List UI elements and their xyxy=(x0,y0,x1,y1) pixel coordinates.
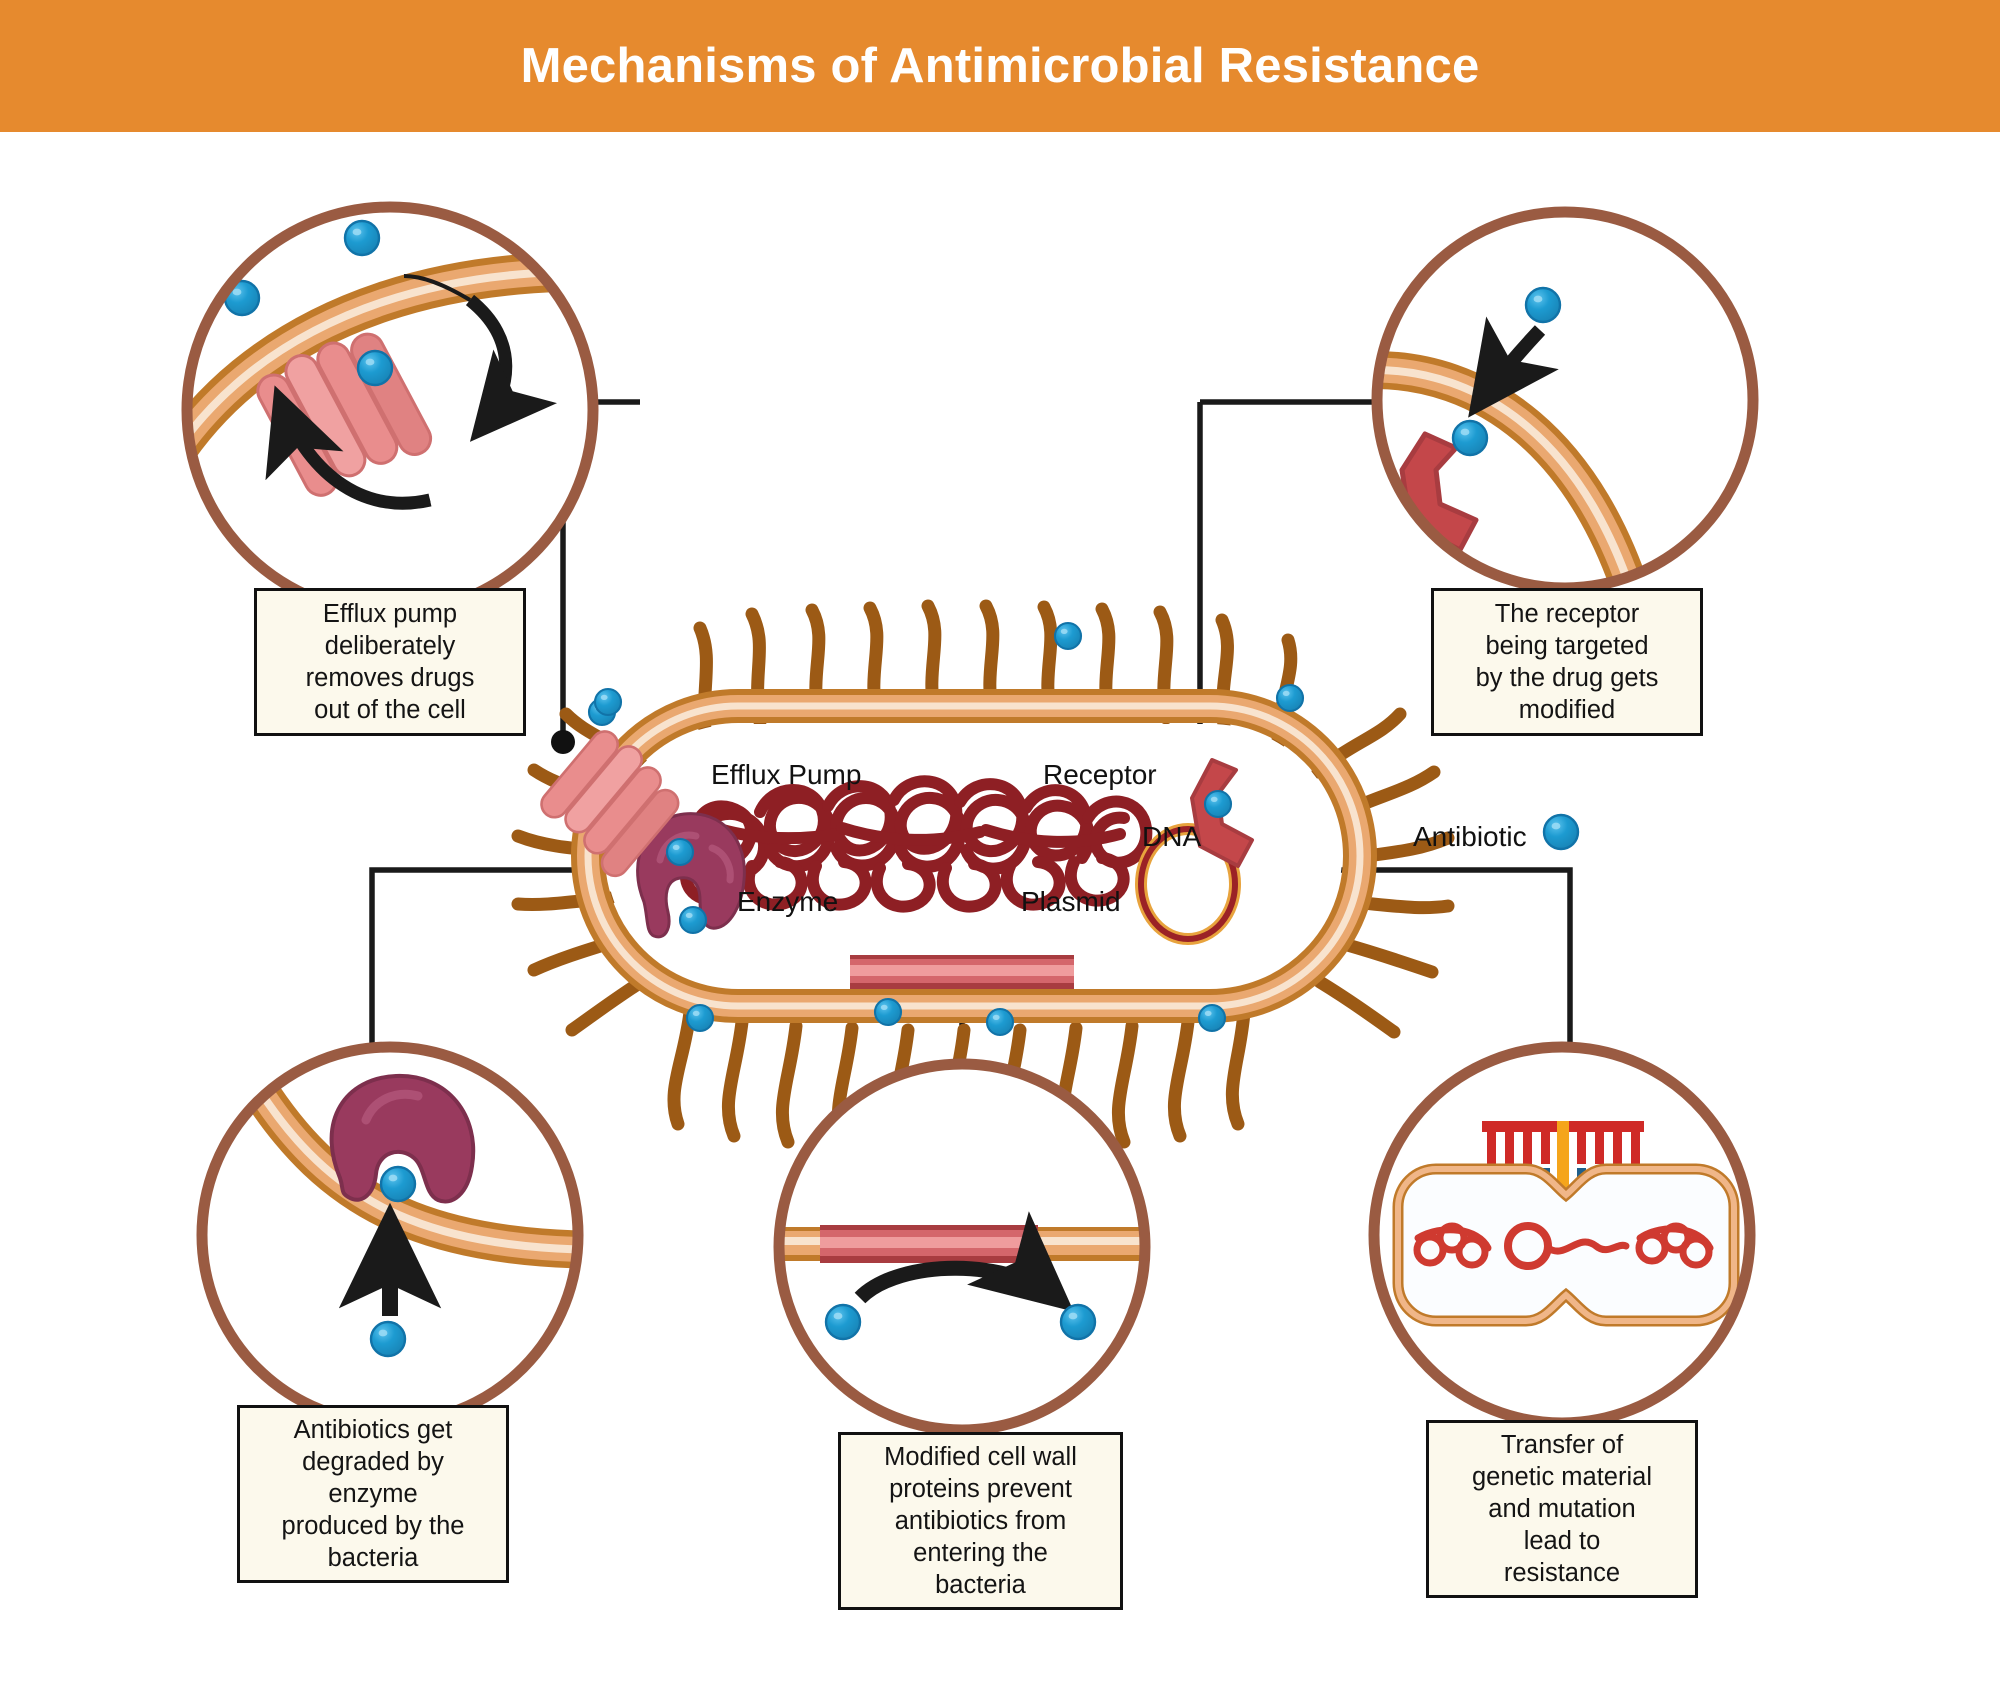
antibiotic-sphere xyxy=(1053,621,1083,651)
magnifier-efflux xyxy=(181,201,599,619)
antibiotic-sphere xyxy=(678,905,708,935)
antibiotic-sphere xyxy=(824,1303,862,1341)
label-receptor: Receptor xyxy=(1043,759,1157,790)
callout-efflux-pump: Efflux pump deliberately removes drugs o… xyxy=(254,588,526,736)
antibiotic-sphere xyxy=(343,219,381,257)
modified-cell-wall-patch xyxy=(850,955,1074,989)
page-header: Mechanisms of Antimicrobial Resistance xyxy=(0,0,2000,132)
label-antibiotic: Antibiotic xyxy=(1413,821,1527,852)
antibiotic-sphere xyxy=(985,1007,1015,1037)
page-title: Mechanisms of Antimicrobial Resistance xyxy=(520,39,1480,93)
antibiotic-sphere xyxy=(1197,1003,1227,1033)
callout-enzyme: Antibiotics get degraded by enzyme produ… xyxy=(237,1405,509,1583)
antibiotic-sphere xyxy=(685,1003,715,1033)
receptor-shape xyxy=(1190,758,1254,868)
label-enzyme: Enzyme xyxy=(737,886,839,917)
magnifier-enzyme xyxy=(196,1041,584,1429)
membrane-inner xyxy=(584,702,1364,1010)
label-plasmid: Plasmid xyxy=(1021,886,1121,917)
plasmid xyxy=(1135,823,1241,945)
magnifier-transfer xyxy=(1368,1041,1756,1429)
magnifier-ring-wall xyxy=(773,1058,1151,1436)
callout-receptor: The receptor being targeted by the drug … xyxy=(1431,588,1703,736)
antibiotic-legend-sphere xyxy=(1542,813,1580,851)
antibiotic-sphere xyxy=(1203,789,1233,819)
label-dna: DNA xyxy=(1142,821,1202,852)
antibiotic-sphere xyxy=(1275,683,1305,713)
callout-gene-transfer: Transfer of genetic material and mutatio… xyxy=(1426,1420,1698,1598)
enzyme-blob xyxy=(636,812,746,939)
connector-enzyme xyxy=(369,867,640,1060)
magnifier-receptor xyxy=(1371,206,1759,594)
magnifier-wall xyxy=(773,1058,1151,1436)
antibiotic-sphere xyxy=(356,349,394,387)
label-efflux-pump: Efflux Pump xyxy=(711,759,862,790)
antibiotic-sphere xyxy=(1451,419,1489,457)
antibiotic-sphere xyxy=(665,837,695,867)
antibiotic-sphere xyxy=(593,687,623,717)
callout-modified-wall: Modified cell wall proteins prevent anti… xyxy=(838,1432,1123,1610)
bacterium xyxy=(511,599,1580,1153)
antibiotic-sphere xyxy=(379,1165,417,1203)
conjugating-bacteria xyxy=(1392,1163,1740,1327)
antibiotic-sphere xyxy=(369,1320,407,1358)
antibiotic-sphere xyxy=(1059,1303,1097,1341)
antibiotic-sphere xyxy=(1524,286,1562,324)
efflux-pump-channel xyxy=(540,730,680,878)
enzyme-blob xyxy=(329,1073,476,1204)
antibiotic-sphere xyxy=(873,997,903,1027)
